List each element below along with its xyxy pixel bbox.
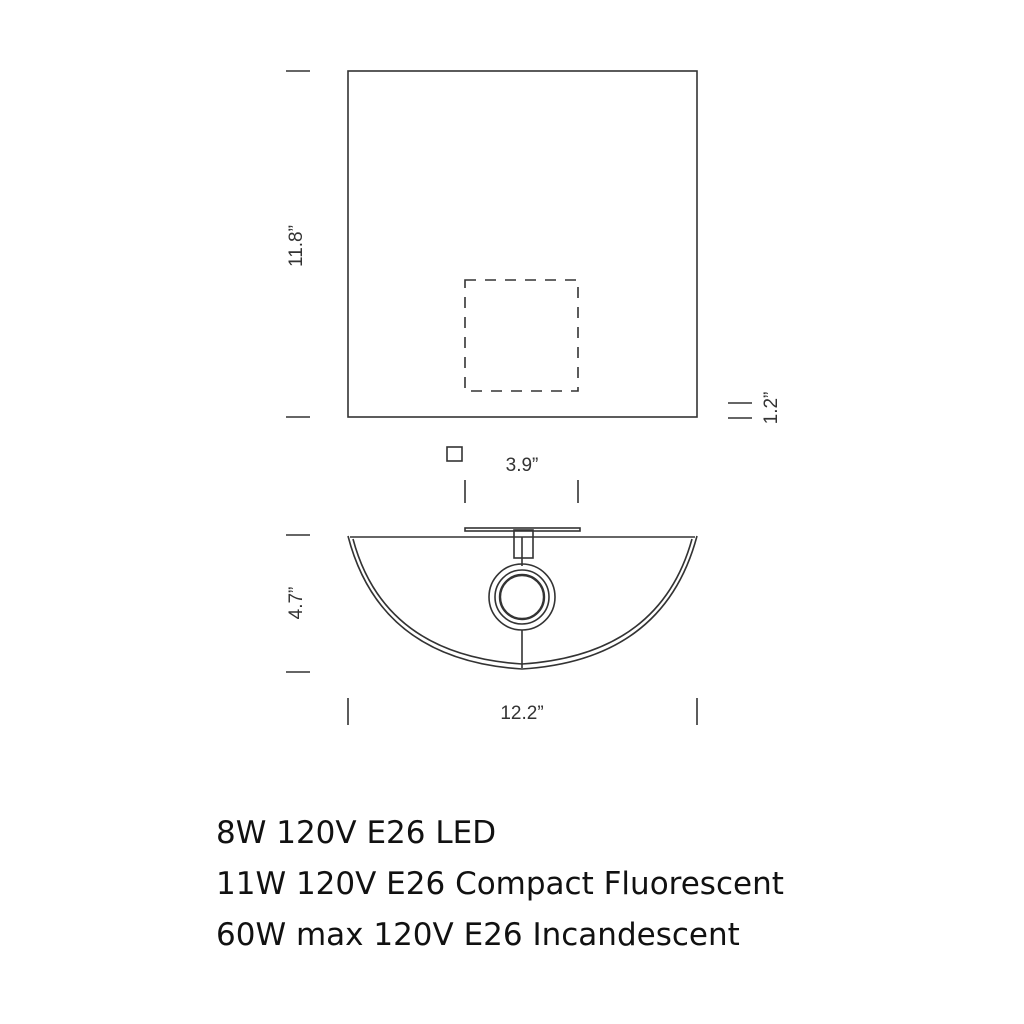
spec-line: 11W 120V E26 Compact Fluorescent — [216, 866, 784, 902]
spec-line: 60W max 120V E26 Incandescent — [216, 917, 740, 953]
bulb-specs: 8W 120V E26 LED 11W 120V E26 Compact Flu… — [216, 808, 784, 961]
top-view-bowl — [347, 527, 698, 670]
front-view-shade — [347, 70, 698, 418]
backplate-width-label: 3.9” — [506, 455, 539, 476]
depth-offset-label: 1.2” — [761, 392, 782, 425]
backplate-symbol — [446, 446, 463, 462]
spec-line: 8W 120V E26 LED — [216, 815, 497, 851]
height-label: 11.8” — [286, 225, 307, 267]
hidden-backplate-outline — [464, 279, 579, 392]
width-label: 12.2” — [500, 703, 543, 724]
projection-label: 4.7” — [286, 587, 307, 620]
